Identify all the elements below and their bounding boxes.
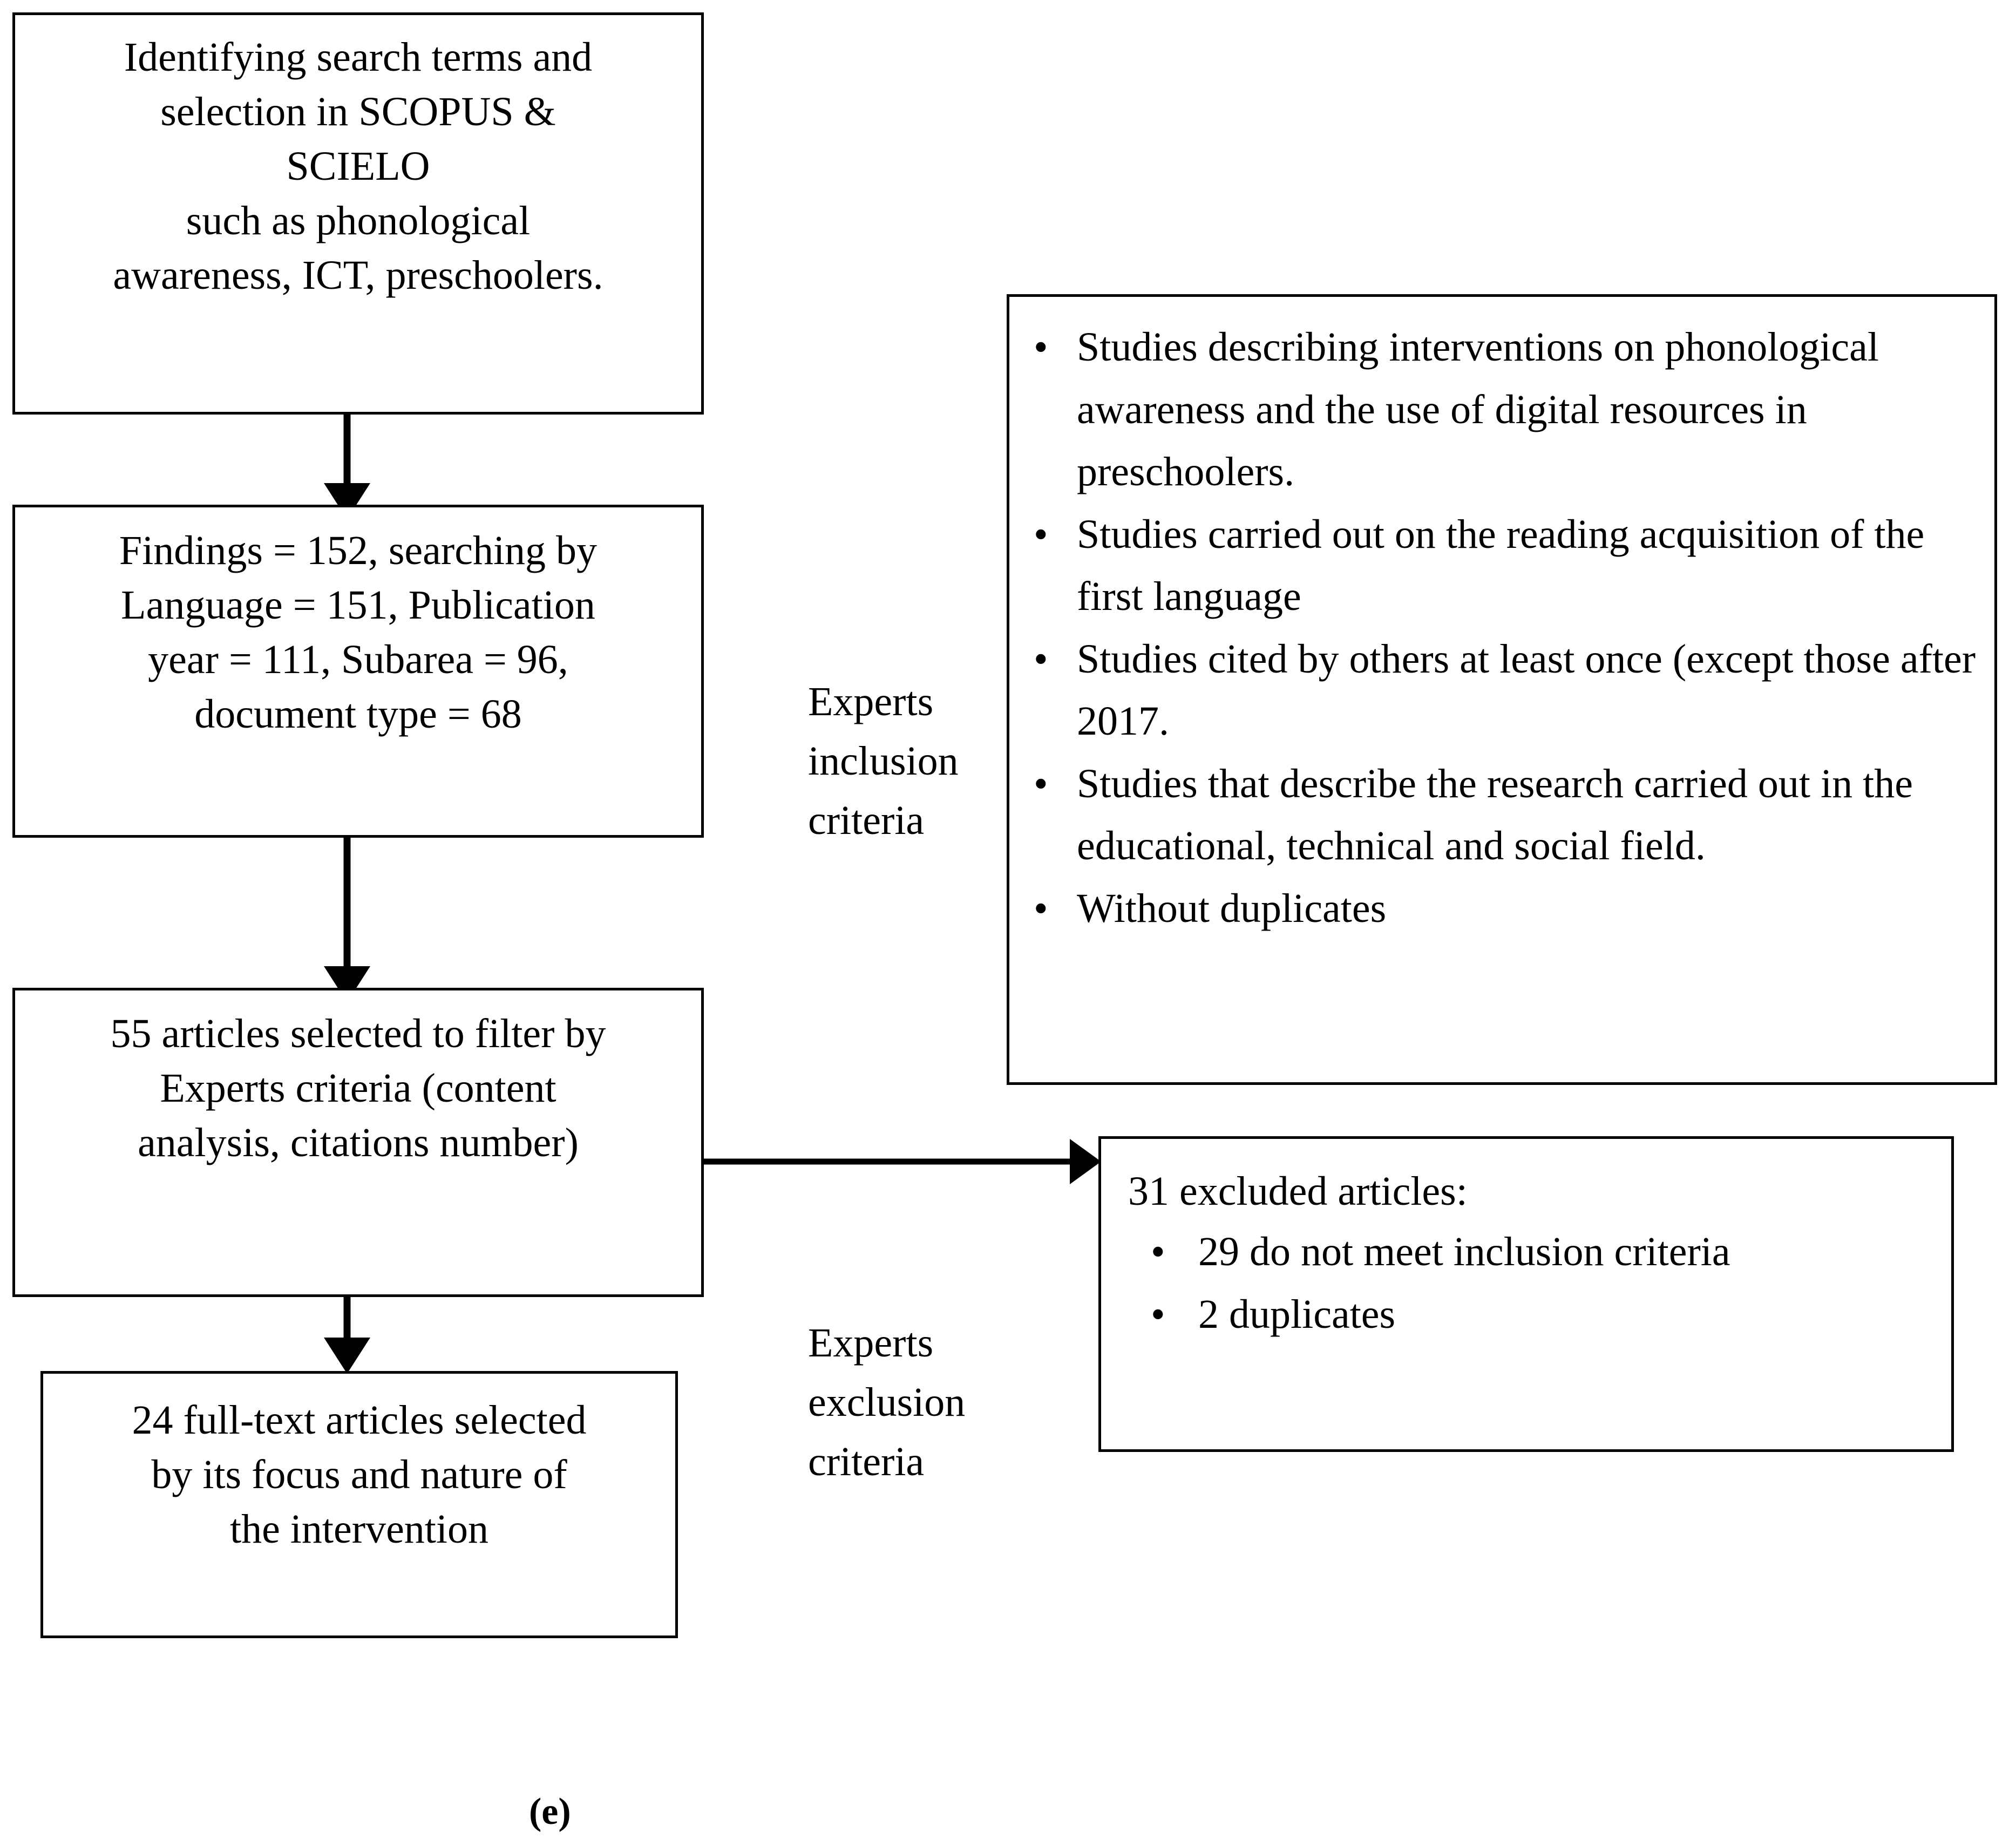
bullet-icon: • <box>1151 1291 1165 1337</box>
flow-box-search-terms: Identifying search terms and selection i… <box>12 12 704 415</box>
inclusion-criteria-item-text: Studies carried out on the reading acqui… <box>1077 511 1925 620</box>
flow-box-full-text-articles: 24 full-text articles selected by its fo… <box>40 1371 678 1638</box>
excluded-articles-item: • 2 duplicates <box>1128 1284 1935 1346</box>
flow-box-articles-selected: 55 articles selected to filter by Expert… <box>12 988 704 1297</box>
inclusion-criteria-item: • Studies cited by others at least once … <box>1009 628 1978 753</box>
inclusion-criteria-box: • Studies describing interventions on ph… <box>1007 294 1997 1085</box>
arrow-findings-to-articles <box>324 838 370 1002</box>
arrow-articles-to-fulltext <box>324 1297 370 1374</box>
inclusion-criteria-item-text: Without duplicates <box>1077 885 1387 931</box>
excluded-articles-box: 31 excluded articles: • 29 do not meet i… <box>1098 1136 1954 1452</box>
experts-exclusion-criteria-label: Experts exclusion criteria <box>808 1320 966 1485</box>
inclusion-criteria-item-text: Studies that describe the research carri… <box>1077 761 1913 869</box>
bullet-icon: • <box>1034 324 1048 370</box>
experts-inclusion-criteria-label: Experts inclusion criteria <box>808 679 959 844</box>
excluded-articles-item: • 29 do not meet inclusion criteria <box>1128 1221 1935 1284</box>
flow-box-articles-selected-text: 55 articles selected to filter by Expert… <box>110 1011 606 1166</box>
figure-label: (e) <box>529 1791 571 1833</box>
excluded-articles-item-text: 2 duplicates <box>1198 1291 1396 1337</box>
flow-box-full-text-articles-text: 24 full-text articles selected by its fo… <box>132 1397 587 1552</box>
inclusion-criteria-item: • Without duplicates <box>1009 878 1978 940</box>
bullet-icon: • <box>1034 636 1048 682</box>
bullet-icon: • <box>1034 761 1048 806</box>
arrow-search-to-findings <box>324 415 370 519</box>
bullet-icon: • <box>1034 511 1048 557</box>
inclusion-criteria-list: • Studies describing interventions on ph… <box>1009 316 1978 940</box>
excluded-articles-title: 31 excluded articles: <box>1128 1169 1468 1214</box>
excluded-articles-item-text: 29 do not meet inclusion criteria <box>1198 1229 1730 1275</box>
inclusion-criteria-item: • Studies that describe the research car… <box>1009 753 1978 878</box>
bullet-icon: • <box>1034 885 1048 931</box>
inclusion-criteria-item-text: Studies describing interventions on phon… <box>1077 324 1879 495</box>
arrow-articles-to-excluded <box>702 1139 1101 1184</box>
excluded-articles-list: • 29 do not meet inclusion criteria • 2 … <box>1128 1221 1935 1346</box>
flow-box-findings-text: Findings = 152, searching by Language = … <box>119 528 598 737</box>
inclusion-criteria-item: • Studies carried out on the reading acq… <box>1009 504 1978 628</box>
flow-box-findings: Findings = 152, searching by Language = … <box>12 505 704 838</box>
inclusion-criteria-item-text: Studies cited by others at least once (e… <box>1077 636 1976 744</box>
bullet-icon: • <box>1151 1229 1165 1275</box>
inclusion-criteria-item: • Studies describing interventions on ph… <box>1009 316 1978 504</box>
flow-box-search-terms-text: Identifying search terms and selection i… <box>113 35 603 298</box>
